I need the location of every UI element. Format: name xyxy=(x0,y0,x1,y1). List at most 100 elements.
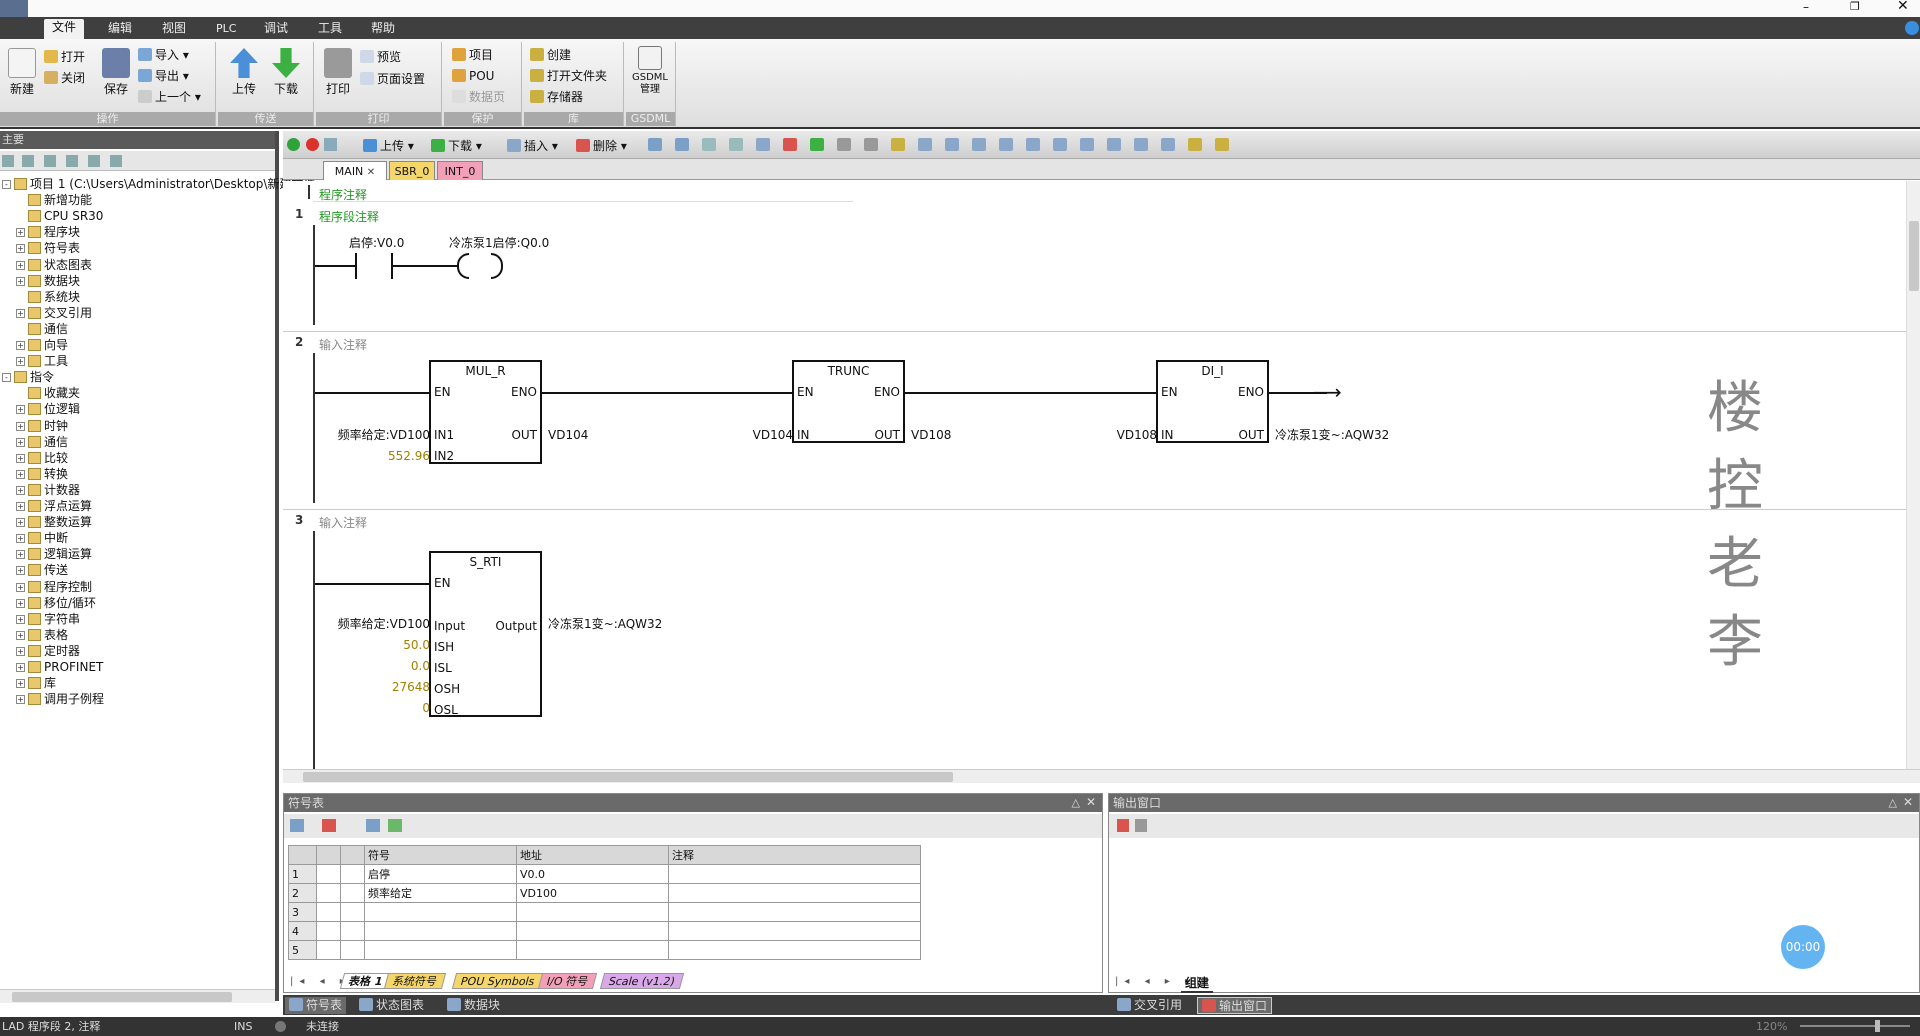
menu-debug[interactable]: 调试 xyxy=(264,21,289,35)
run-icon[interactable] xyxy=(287,138,300,151)
apply-icon[interactable] xyxy=(388,819,402,832)
tab-sbr0[interactable]: SBR_0 xyxy=(389,161,435,180)
editor-hscrollbar[interactable] xyxy=(283,769,1920,783)
menu-view[interactable]: 视图 xyxy=(162,21,187,35)
operand-in[interactable]: VD104 xyxy=(752,428,793,442)
toolbar-tool-icon[interactable] xyxy=(675,138,689,151)
toolbar-tool-icon[interactable] xyxy=(648,138,662,151)
toolbar-tool-icon[interactable] xyxy=(918,138,932,151)
pou-protect-button[interactable]: POU xyxy=(452,69,494,84)
add-row-icon[interactable] xyxy=(290,819,304,832)
network-comment[interactable]: 输入注释 xyxy=(319,516,368,530)
expand-icon[interactable]: + xyxy=(16,453,25,463)
network-comment[interactable]: 程序段注释 xyxy=(319,210,380,224)
import-button[interactable]: 导入 ▾ xyxy=(138,48,189,63)
operand-out[interactable]: 冷冻泵1变~:AQW32 xyxy=(1275,428,1390,442)
menu-help[interactable]: 帮助 xyxy=(371,21,396,35)
clear-icon[interactable] xyxy=(1117,819,1129,832)
toolbar-insert-button[interactable]: 插入 ▾ xyxy=(507,137,558,154)
scroll-thumb[interactable] xyxy=(303,772,953,782)
memory-button[interactable]: 存储器 xyxy=(530,90,583,105)
toolbar-tool-icon[interactable] xyxy=(1107,138,1121,151)
mul-r-block[interactable]: MUL_R EN ENO IN1 OUT IN2 xyxy=(429,360,542,464)
tree-tool-icon[interactable] xyxy=(2,155,14,167)
scroll-thumb[interactable] xyxy=(1909,221,1919,291)
cell-sym[interactable] xyxy=(364,940,517,960)
toolbar-tool-icon[interactable] xyxy=(729,138,743,151)
sheet-tab[interactable]: I/O 符号 xyxy=(537,973,598,989)
cell-sym[interactable] xyxy=(364,921,517,941)
toolbar-tool-icon[interactable] xyxy=(1053,138,1067,151)
tree-tool-icon[interactable] xyxy=(44,155,56,167)
expand-icon[interactable]: + xyxy=(16,308,25,318)
sheet-tab[interactable]: 系统符号 xyxy=(383,973,447,989)
expand-icon[interactable]: + xyxy=(16,679,25,689)
expand-icon[interactable]: + xyxy=(16,534,25,544)
toolbar-tool-icon[interactable] xyxy=(1080,138,1094,151)
operand-osh[interactable]: 27648 xyxy=(391,680,430,694)
expand-icon[interactable]: + xyxy=(16,244,25,254)
restore-icon[interactable]: ❐ xyxy=(1850,0,1860,13)
close-icon[interactable]: ✕ xyxy=(1897,0,1909,14)
download-button[interactable]: 下载 xyxy=(268,48,304,97)
new-button[interactable]: 新建 xyxy=(4,48,40,97)
save-button[interactable]: 保存 xyxy=(98,48,134,97)
cell-c[interactable] xyxy=(668,902,921,922)
cell-addr[interactable] xyxy=(516,940,669,960)
tree-hscrollbar[interactable] xyxy=(0,989,275,1003)
cell-addr[interactable]: V0.0 xyxy=(516,864,669,884)
ladder-editor[interactable]: 程序注释 1 程序段注释 启停:V0.0 冷冻泵1启停:Q0.0 2 输入注释 … xyxy=(283,181,1920,769)
operand-out[interactable]: VD104 xyxy=(548,428,589,442)
expand-icon[interactable]: + xyxy=(16,582,25,592)
col-address[interactable]: 地址 xyxy=(516,845,669,865)
tab-main[interactable]: MAIN ✕ xyxy=(323,161,387,180)
operand-output[interactable]: 冷冻泵1变~:AQW32 xyxy=(548,617,663,631)
toolbar-tool-icon[interactable] xyxy=(999,138,1013,151)
cell-c[interactable] xyxy=(668,864,921,884)
toolbar-tool-icon[interactable] xyxy=(945,138,959,151)
expand-icon[interactable]: + xyxy=(16,276,25,286)
cell-addr[interactable] xyxy=(516,902,669,922)
bottom-tab-crossref[interactable]: 交叉引用 xyxy=(1113,997,1186,1014)
col-symbol[interactable]: 符号 xyxy=(364,845,517,865)
sheet-nav[interactable]: |◂ ◂ ▸ ▸| xyxy=(290,976,381,987)
expand-icon[interactable]: + xyxy=(16,646,25,656)
sheet-tab-build[interactable]: 组建 xyxy=(1181,974,1214,993)
open-folder-button[interactable]: 打开文件夹 xyxy=(530,69,607,84)
operand-out[interactable]: VD108 xyxy=(911,428,952,442)
zoom-slider[interactable] xyxy=(1800,1025,1910,1027)
table-row[interactable]: 3 xyxy=(288,902,921,922)
network-comment[interactable]: 输入注释 xyxy=(319,338,368,352)
toolbar-delete-button[interactable]: 删除 ▾ xyxy=(576,137,627,154)
menu-edit[interactable]: 编辑 xyxy=(108,21,133,35)
tree-tool-icon[interactable] xyxy=(22,155,34,167)
expand-icon[interactable]: + xyxy=(16,260,25,270)
expand-icon[interactable]: + xyxy=(16,485,25,495)
toolbar-tool-icon[interactable] xyxy=(864,138,878,151)
operand-isl[interactable]: 0.0 xyxy=(410,659,430,673)
expand-icon[interactable]: + xyxy=(16,405,25,415)
expand-icon[interactable]: + xyxy=(16,550,25,560)
zoom-slider-thumb[interactable] xyxy=(1875,1020,1880,1032)
expand-icon[interactable]: + xyxy=(16,518,25,528)
operand-osl[interactable]: 0 xyxy=(422,701,430,715)
operand-ish[interactable]: 50.0 xyxy=(403,638,430,652)
s-rti-block[interactable]: S_RTI EN Input Output ISH ISL OSH OSL xyxy=(429,551,542,717)
operand-in[interactable]: VD108 xyxy=(1116,428,1157,442)
program-comment[interactable]: 程序注释 xyxy=(319,188,368,202)
menu-plc[interactable]: PLC xyxy=(216,22,237,35)
expand-icon[interactable]: + xyxy=(16,598,25,608)
cell-c[interactable] xyxy=(668,921,921,941)
trunc-block[interactable]: TRUNC EN ENO IN OUT xyxy=(792,360,905,443)
toolbar-tool-icon[interactable] xyxy=(702,138,716,151)
pagesetup-button[interactable]: 页面设置 xyxy=(360,72,425,87)
toolbar-tool-icon[interactable] xyxy=(783,138,797,151)
panel-close-icon[interactable]: ✕ xyxy=(1085,795,1096,809)
col-comment[interactable]: 注释 xyxy=(668,845,921,865)
table-icon[interactable] xyxy=(366,819,380,832)
expand-icon[interactable]: + xyxy=(16,228,25,238)
print-button[interactable]: 打印 xyxy=(320,48,356,97)
scroll-thumb[interactable] xyxy=(12,992,232,1002)
toolbar-tool-icon[interactable] xyxy=(756,138,770,151)
